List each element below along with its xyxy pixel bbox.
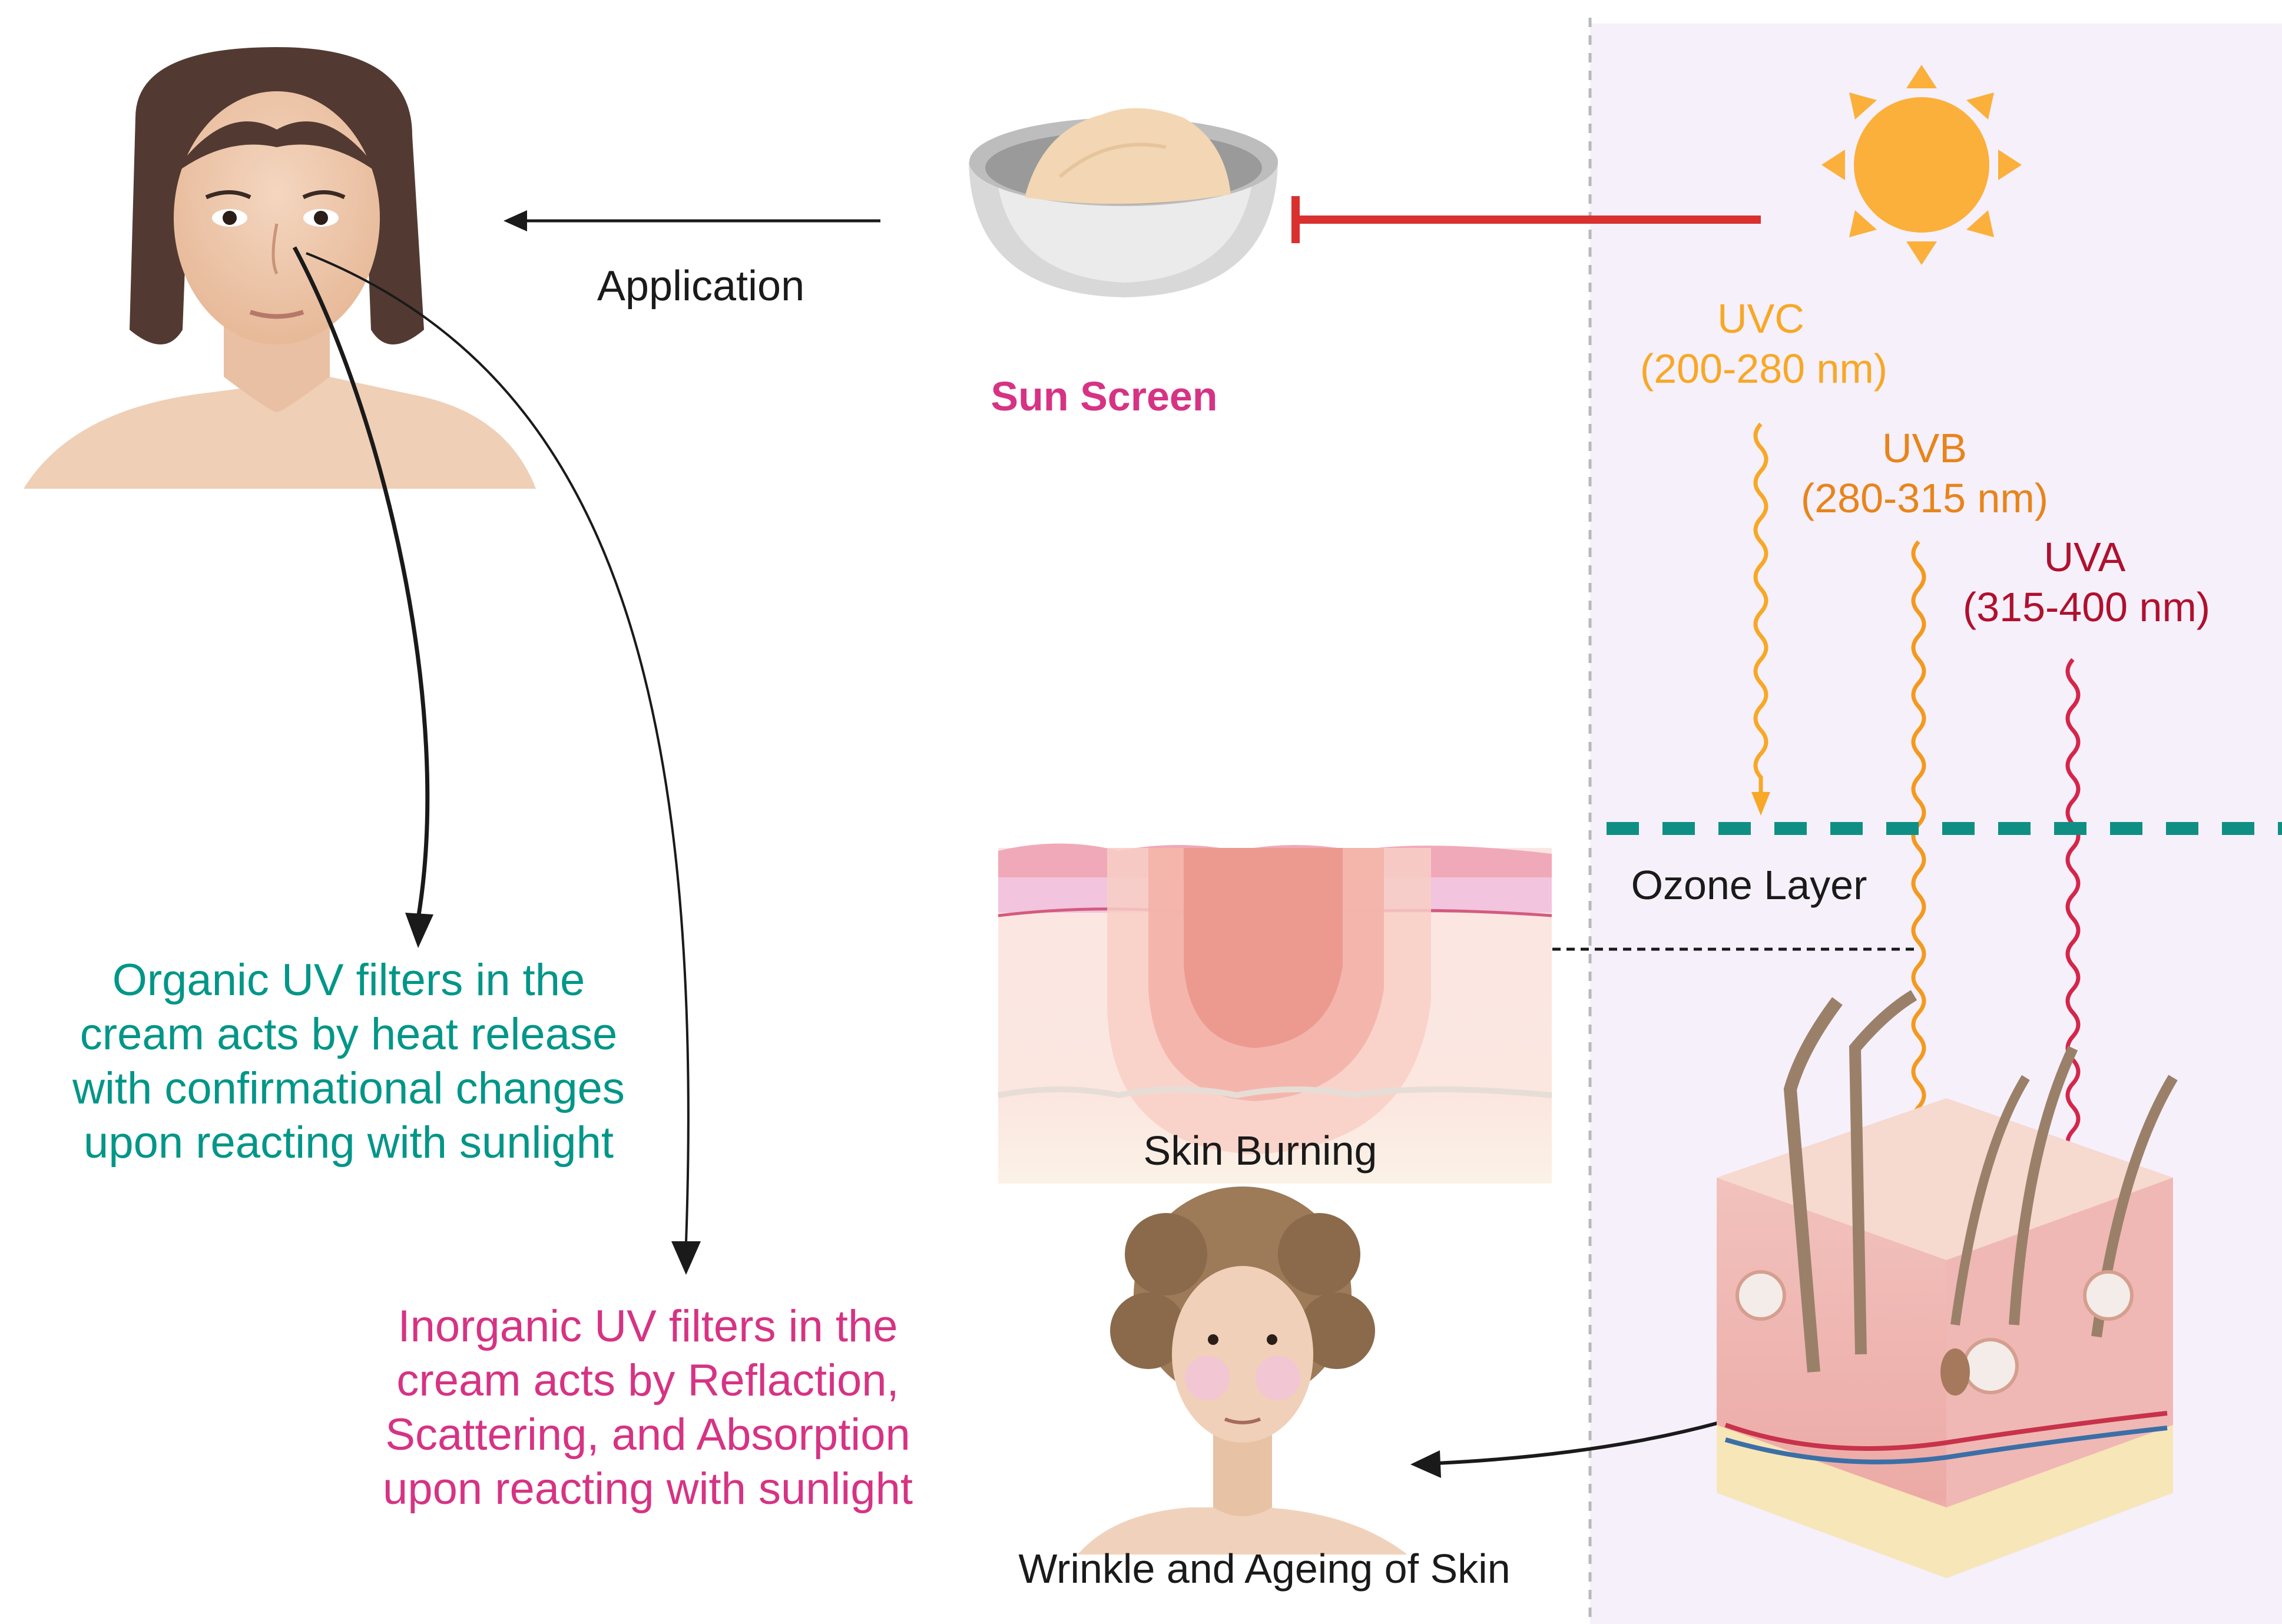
inorganic-line-2: cream acts by Reflaction, bbox=[396, 1355, 899, 1406]
ozone-label: Ozone Layer bbox=[1631, 862, 1867, 908]
organic-curve bbox=[292, 246, 430, 919]
organic-line-4: upon reacting with sunlight bbox=[84, 1118, 614, 1168]
inorganic-line-1: Inorganic UV filters in the bbox=[398, 1301, 897, 1351]
sunscreen-bowl-icon bbox=[969, 108, 1278, 297]
application-label: Application bbox=[597, 263, 804, 310]
sun-icon bbox=[1821, 65, 2022, 265]
burning-label: Skin Burning bbox=[1144, 1128, 1377, 1174]
uvc-range-label: (200-280 nm) bbox=[1640, 346, 1887, 392]
sunscreen-label: Sun Screen bbox=[991, 373, 1217, 419]
uvc-name-label: UVC bbox=[1717, 296, 1804, 342]
skin-burn-icon bbox=[998, 843, 1552, 1184]
uva-wave bbox=[2065, 658, 2081, 1331]
organic-line-3: with confirmational changes bbox=[72, 1063, 625, 1113]
organic-line-1: Organic UV filters in the bbox=[112, 955, 585, 1005]
uva-name-label: UVA bbox=[2044, 534, 2126, 580]
aged-woman-icon bbox=[1078, 1186, 1407, 1555]
uvb-range-label: (280-315 nm) bbox=[1801, 475, 2048, 521]
uvb-name-label: UVB bbox=[1882, 425, 1967, 471]
wrinkle-label: Wrinkle and Ageing of Skin bbox=[1018, 1546, 1510, 1592]
organic-text-block: Organic UV filters in the cream acts by … bbox=[72, 955, 625, 1168]
organic-line-2: cream acts by heat release bbox=[80, 1009, 617, 1059]
woman-face-icon bbox=[24, 47, 536, 489]
inorganic-line-4: upon reacting with sunlight bbox=[383, 1464, 913, 1514]
uvc-wave bbox=[1753, 422, 1768, 795]
uva-range-label: (315-400 nm) bbox=[1963, 584, 2210, 630]
inorganic-curve bbox=[306, 252, 690, 1243]
inorganic-text-block: Inorganic UV filters in the cream acts b… bbox=[383, 1301, 913, 1514]
inorganic-line-3: Scattering, and Absorption bbox=[385, 1410, 910, 1460]
skin-cross-section-icon bbox=[1717, 990, 2178, 1578]
